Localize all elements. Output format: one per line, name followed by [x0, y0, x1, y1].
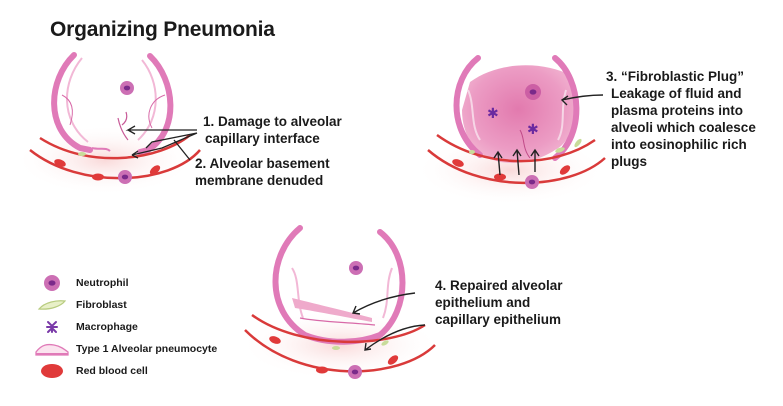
legend-label: Red blood cell: [76, 365, 148, 377]
legend-item-neutrophil: Neutrophil: [32, 272, 217, 294]
stage-1-alveolus: [15, 52, 201, 195]
red-blood-cell-icon: [32, 361, 72, 381]
legend: Neutrophil Fibroblast Macrophage Type 1 …: [32, 272, 217, 382]
svg-text:✱: ✱: [527, 122, 539, 138]
label-2-line-2: membrane denuded: [195, 173, 324, 188]
label-3-line-4: alveoli which coalesce: [611, 120, 756, 135]
legend-item-pneumocyte: Type 1 Alveolar pneumocyte: [32, 338, 217, 360]
legend-label: Neutrophil: [76, 277, 129, 289]
neutrophil-icon: [32, 273, 72, 293]
svg-text:✱: ✱: [487, 106, 499, 122]
label-3-line-3: plasma proteins into: [611, 103, 744, 118]
stage-3-alveolus: ✱ ✱: [415, 55, 606, 205]
label-3-line-6: plugs: [611, 154, 647, 169]
stage-4-arrows: [351, 292, 426, 351]
legend-label: Type 1 Alveolar pneumocyte: [76, 343, 218, 355]
stage-4-alveolus: [240, 225, 440, 380]
label-4-line-1: 4. Repaired alveolar: [435, 278, 563, 293]
label-2-line-1: 2. Alveolar basement: [195, 156, 330, 171]
label-stage-4: 4. Repaired alveolar epithelium and capi…: [435, 277, 563, 328]
pneumocyte-icon: [32, 339, 72, 359]
label-3-line-2: Leakage of fluid and: [611, 86, 742, 101]
macrophage-icon: [32, 317, 72, 337]
label-stage-3: 3. “Fibroblastic Plug” Leakage of fluid …: [606, 68, 756, 170]
legend-label: Fibroblast: [76, 299, 127, 311]
label-1-line-2: capillary interface: [205, 131, 320, 146]
stage-1-arrows: [125, 125, 198, 161]
legend-item-fibroblast: Fibroblast: [32, 294, 217, 316]
fibroblast-icon: [32, 295, 72, 315]
label-1-line-1: 1. Damage to alveolar: [203, 114, 342, 129]
legend-item-macrophage: Macrophage: [32, 316, 217, 338]
legend-item-red-blood-cell: Red blood cell: [32, 360, 217, 382]
diagram-title: Organizing Pneumonia: [50, 18, 275, 41]
label-3-line-1: 3. “Fibroblastic Plug”: [606, 69, 745, 84]
legend-label: Macrophage: [76, 321, 138, 333]
label-4-line-2: epithelium and: [435, 295, 531, 310]
label-4-line-3: capillary epithelium: [435, 312, 562, 327]
stage-3-arrows: [493, 94, 604, 176]
label-3-line-5: into eosinophilic rich: [611, 137, 747, 152]
label-stage-2: 2. Alveolar basement membrane denuded: [195, 155, 330, 189]
label-stage-1: 1. Damage to alveolar capillary interfac…: [203, 113, 342, 147]
